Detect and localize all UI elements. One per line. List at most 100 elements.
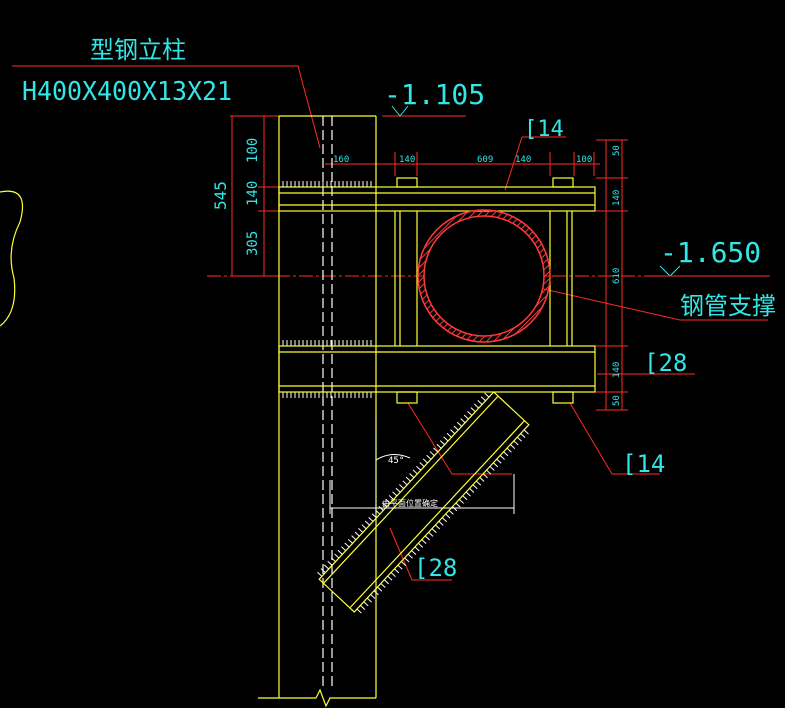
weld-tick — [475, 480, 482, 486]
weld-tick — [446, 432, 452, 438]
weld-tick — [412, 469, 418, 475]
weld-tick — [433, 447, 439, 453]
top-plate-left — [396, 177, 418, 188]
top-channel-ticks — [282, 181, 372, 187]
weld-tick — [431, 528, 437, 534]
weld-tick — [510, 444, 516, 449]
weld-tick — [523, 429, 529, 435]
bottom-plate-right — [552, 391, 574, 404]
weld-tick — [477, 399, 483, 405]
weld-tick — [356, 608, 362, 614]
pipe-label: 钢管支撑 — [680, 292, 776, 320]
weld-tick — [435, 524, 441, 530]
position-note: 由平面位置确定 — [382, 498, 438, 508]
weld-tick — [405, 476, 411, 482]
weld-tick — [337, 549, 343, 555]
mid-channel-ticks — [282, 340, 372, 346]
dim-left-305: 305 — [245, 231, 261, 256]
column-title-leader — [12, 65, 321, 149]
column-spec: H400X400X13X21 — [22, 77, 232, 107]
channel-c28-diag-leader — [389, 527, 452, 581]
dim-top-609: 609 — [477, 155, 493, 165]
weld-tick — [334, 553, 340, 559]
weld-tick — [347, 538, 353, 544]
dim-left-total: 545 — [211, 181, 230, 210]
weld-tick — [397, 564, 403, 570]
weld-tick — [443, 436, 449, 442]
weld-tick — [351, 535, 357, 541]
weld-tick — [380, 583, 386, 588]
weld-tick — [499, 455, 505, 460]
weld-tick — [360, 605, 366, 610]
dim-left-140: 140 — [245, 181, 261, 206]
weld-tick — [503, 451, 509, 457]
weld-tick — [479, 477, 485, 482]
weld-tick — [429, 451, 435, 457]
dim-right-140a: 140 — [612, 190, 622, 206]
weld-tick — [381, 502, 388, 508]
dim-top-160: 160 — [333, 155, 349, 165]
channel-top-label: [14 — [524, 117, 564, 142]
weld-tick — [414, 546, 420, 552]
weld-tick — [458, 498, 465, 504]
weld-tick — [496, 458, 502, 464]
leader-lines — [12, 65, 770, 581]
weld-tick — [520, 433, 526, 438]
weld-tick — [368, 517, 374, 522]
elevation-mid: -1.650 — [660, 236, 761, 269]
weld-tick — [394, 568, 400, 574]
channel-c14-bottom-label: [14 — [622, 450, 665, 478]
weld-tick — [469, 488, 475, 493]
weld-tick — [361, 524, 367, 530]
weld-tick — [452, 506, 458, 512]
diagonal-brace-ticks — [317, 392, 529, 614]
weld-tick — [456, 421, 463, 427]
weld-tick — [467, 410, 473, 416]
weld-tick — [402, 480, 408, 486]
weld-tick — [364, 520, 370, 526]
weld-tick — [370, 594, 376, 599]
weld-tick — [465, 491, 471, 497]
steel-pipe — [417, 209, 551, 343]
channel-c28-diag-label: [28 — [414, 554, 457, 582]
channel-top-leader — [504, 136, 566, 191]
dim-top-140a: 140 — [399, 155, 415, 165]
weld-tick — [407, 553, 413, 559]
labels: 型钢立柱 H400X400X13X21 -1.105 [14 -1.650 钢管… — [22, 36, 776, 582]
weld-tick — [453, 425, 459, 431]
weld-tick — [482, 473, 488, 479]
weld-tick — [419, 462, 425, 467]
weld-tick — [327, 560, 333, 566]
adjacent-outline — [0, 190, 24, 327]
weld-tick — [489, 466, 495, 471]
diagonal-brace — [318, 391, 530, 613]
weld-tick — [484, 392, 490, 398]
angle-arc — [375, 454, 411, 461]
dim-right-140b: 140 — [612, 362, 622, 378]
weld-tick — [424, 535, 430, 541]
weld-tick — [438, 520, 444, 526]
weld-tick — [421, 539, 427, 545]
bottom-channel — [278, 345, 596, 404]
column-break-line — [258, 688, 376, 708]
weld-tick — [409, 473, 415, 478]
weld-tick — [317, 571, 323, 577]
weld-tick — [493, 462, 499, 468]
dim-top-100: 100 — [576, 155, 592, 165]
dim-right-50a: 50 — [612, 145, 622, 156]
bottom-plate-left — [396, 391, 418, 404]
weld-tick — [416, 465, 422, 471]
weld-tick — [411, 550, 417, 556]
weld-tick — [398, 484, 405, 489]
weld-tick — [366, 597, 372, 603]
weld-tick — [383, 579, 389, 585]
weld-tick — [395, 487, 401, 493]
weld-tick — [462, 495, 468, 501]
weld-tick — [455, 502, 461, 508]
weld-tick — [428, 531, 434, 537]
pipe-inner — [423, 215, 545, 337]
weld-tick — [363, 601, 369, 607]
weld-tick — [385, 498, 391, 504]
weld-tick — [439, 440, 445, 446]
